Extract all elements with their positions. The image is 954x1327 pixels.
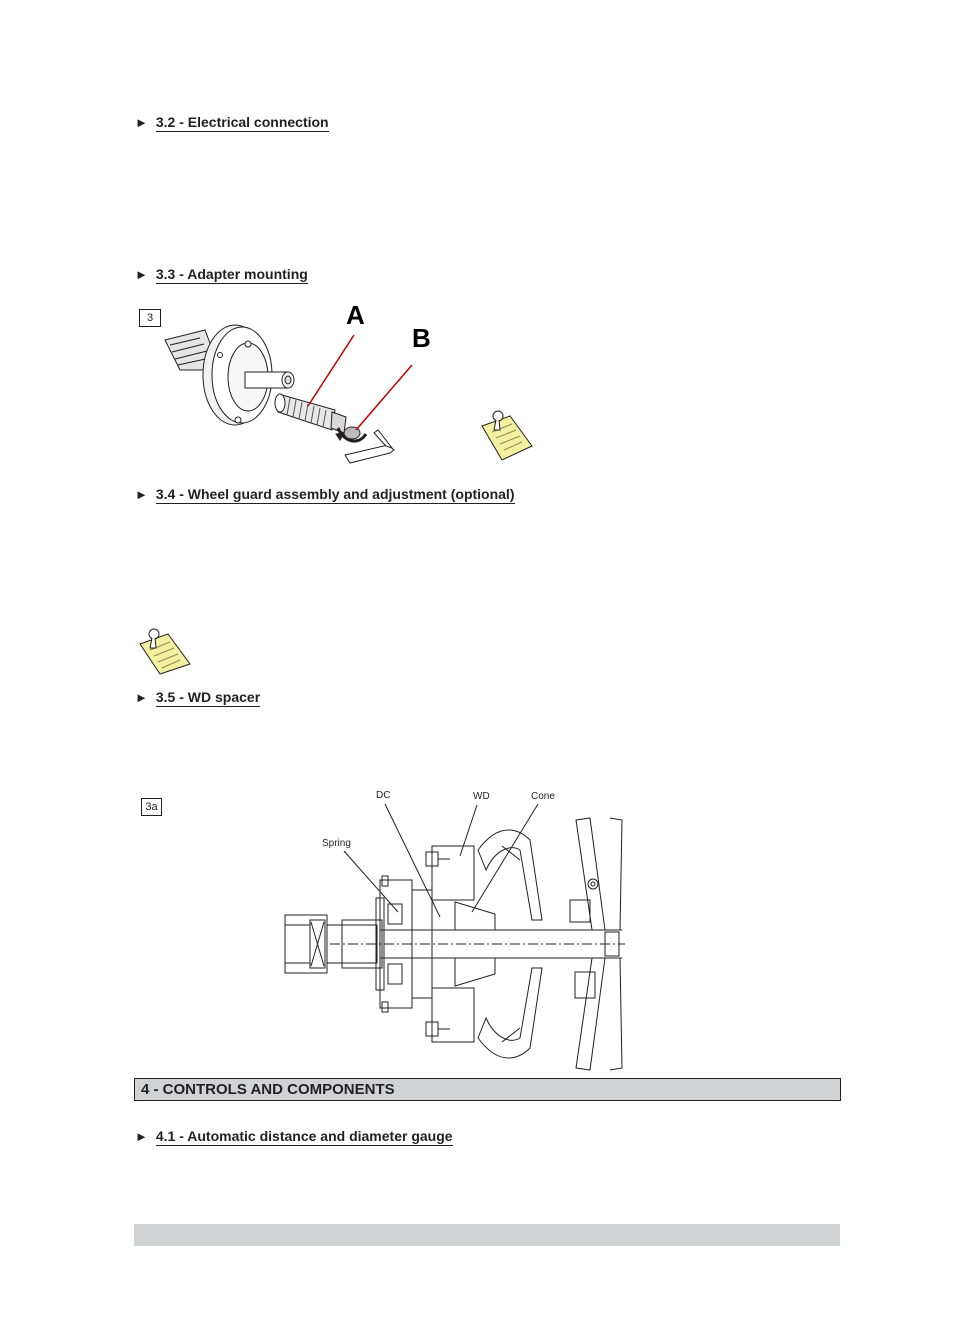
label-dc: DC (376, 790, 390, 801)
section-heading-3-4: ► 3.4 - Wheel guard assembly and adjustm… (135, 486, 515, 504)
section-title: 3.2 - Electrical connection (155, 114, 329, 132)
label-cone: Cone (531, 791, 555, 802)
figure-number-3a: 3a (141, 798, 162, 816)
section-heading-4-1: ► 4.1 - Automatic distance and diameter … (135, 1128, 453, 1146)
note-icon (481, 410, 533, 461)
section-title: 3.3 - Adapter mounting (155, 266, 308, 284)
section-heading-3-2: ► 3.2 - Electrical connection (135, 114, 329, 132)
figure-number-3: 3 (139, 309, 161, 327)
label-a: A (346, 300, 365, 330)
bullet-arrow-icon: ► (135, 115, 148, 130)
label-b: B (412, 323, 431, 353)
label-wd: WD (473, 791, 490, 802)
wd-spacer-cross-section-diagram: DC WD Cone Spring (284, 790, 625, 1071)
section-title: 3.4 - Wheel guard assembly and adjustmen… (155, 486, 515, 504)
section-heading-3-5: ► 3.5 - WD spacer (135, 689, 261, 707)
bullet-arrow-icon: ► (135, 267, 148, 282)
page-footer-bar (134, 1224, 840, 1246)
bullet-arrow-icon: ► (135, 690, 148, 705)
section-title: 4.1 - Automatic distance and diameter ga… (155, 1128, 453, 1146)
bullet-arrow-icon: ► (135, 1129, 148, 1144)
section-heading-3-3: ► 3.3 - Adapter mounting (135, 266, 308, 284)
label-spring: Spring (322, 838, 351, 849)
bullet-arrow-icon: ► (135, 487, 148, 502)
note-icon (139, 628, 191, 675)
chapter-heading-bar: 4 - CONTROLS AND COMPONENTS (134, 1078, 841, 1101)
adapter-mounting-illustration: A B (164, 300, 533, 464)
section-title: 3.5 - WD spacer (155, 689, 261, 707)
